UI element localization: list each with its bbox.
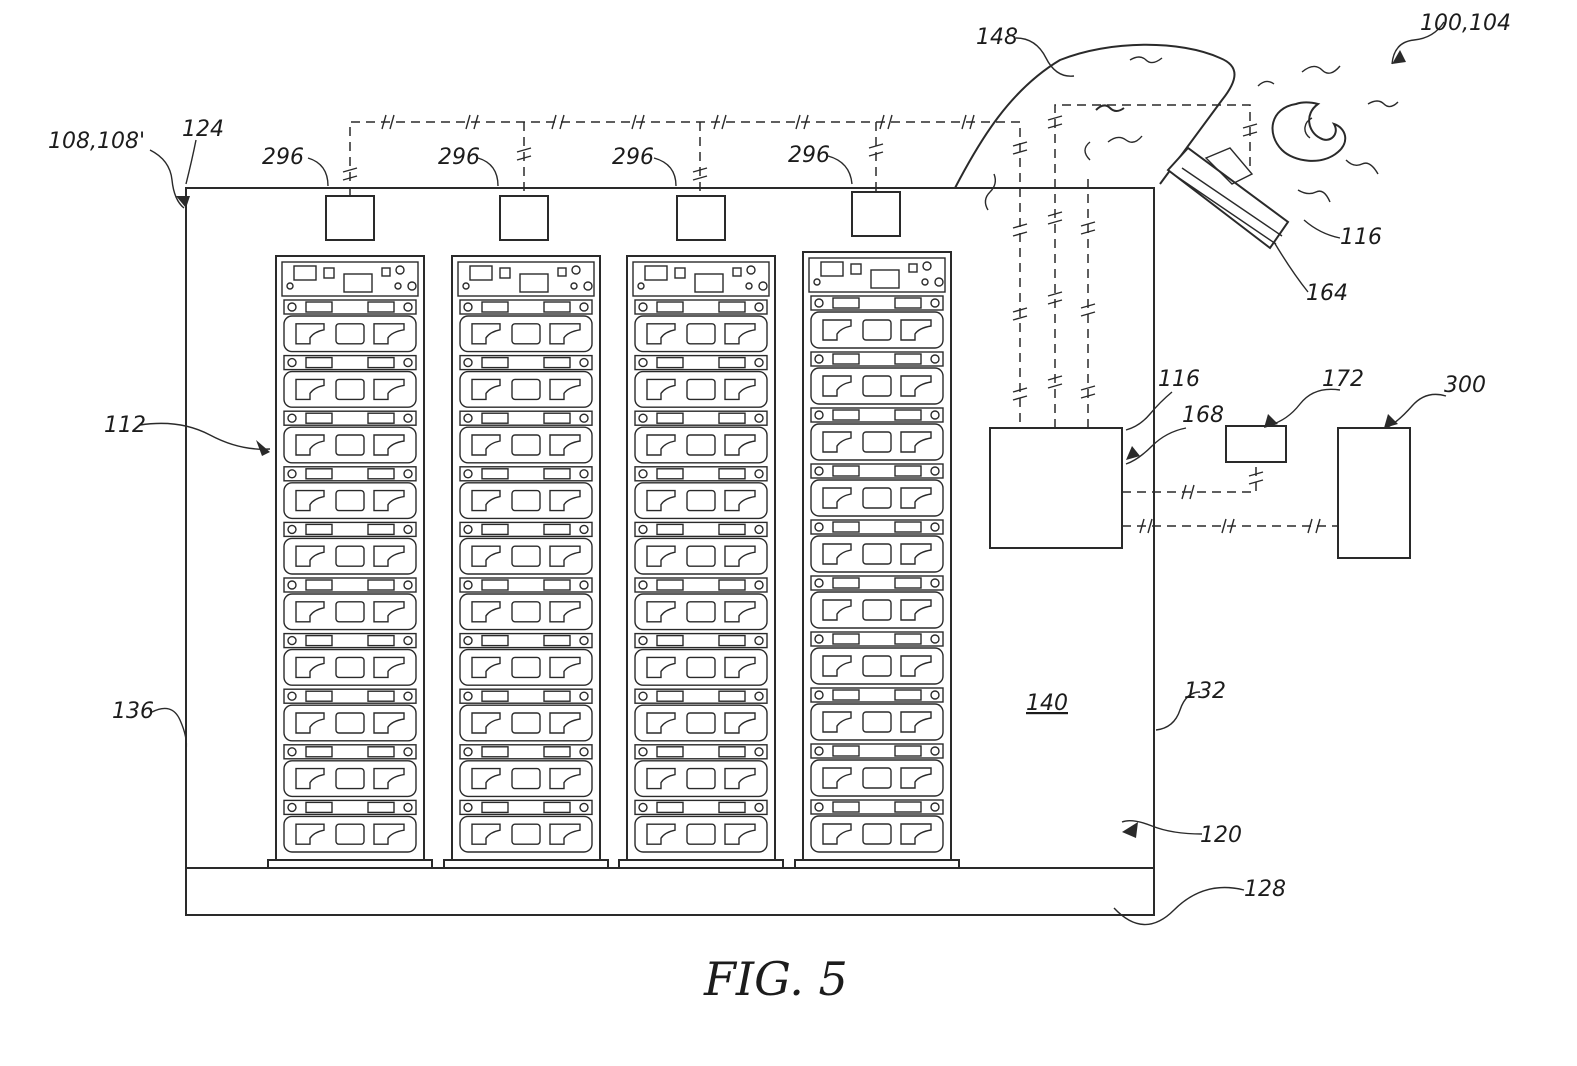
label-136: 136: [112, 699, 154, 724]
remote-300-box: [1338, 428, 1410, 558]
label-112: 112: [104, 413, 146, 438]
vent-panel: [1168, 148, 1288, 248]
detector-3: [677, 196, 725, 240]
detector-1: [326, 196, 374, 240]
rack-3: [619, 256, 783, 868]
label-296-1: 296: [262, 145, 304, 170]
rack-2: [444, 256, 608, 868]
label-132: 132: [1184, 679, 1226, 704]
figure-caption: FIG. 5: [703, 952, 848, 1006]
rack-frame: [276, 256, 424, 860]
flame-icon: [1273, 103, 1346, 161]
rack-foot: [444, 860, 608, 868]
label-300: 300: [1444, 373, 1486, 398]
rack-foot: [619, 860, 783, 868]
detector-boxes: [326, 192, 900, 240]
rack-frame: [452, 256, 600, 860]
rack-1: [268, 256, 432, 868]
label-164: 164: [1306, 281, 1348, 306]
label-296-3: 296: [612, 145, 654, 170]
label-296-4: 296: [788, 143, 830, 168]
detector-2: [500, 196, 548, 240]
label-140: 140: [1026, 691, 1068, 716]
label-124: 124: [182, 117, 224, 142]
rack-foot: [268, 860, 432, 868]
label-148: 148: [976, 25, 1018, 50]
detector-4: [852, 192, 900, 236]
label-108: 108,108': [48, 129, 145, 154]
label-172: 172: [1322, 367, 1364, 392]
label-100-104: 100,104: [1420, 11, 1511, 36]
label-116-vent: 116: [1340, 225, 1382, 250]
rack-frame: [803, 252, 951, 860]
smoke-wisps: [1085, 66, 1398, 202]
label-168: 168: [1182, 403, 1224, 428]
reference-labels: 108,108' 124 112 136 296 296 296 296 148…: [48, 11, 1511, 1006]
label-116-controller: 116: [1158, 367, 1200, 392]
label-296-2: 296: [438, 145, 480, 170]
label-120: 120: [1200, 823, 1242, 848]
racks: [268, 252, 959, 868]
rack-4: [795, 252, 959, 868]
unit-172-box: [1226, 426, 1286, 462]
label-128: 128: [1244, 877, 1286, 902]
rack-frame: [627, 256, 775, 860]
controller-box: [990, 428, 1122, 548]
rack-foot: [795, 860, 959, 868]
